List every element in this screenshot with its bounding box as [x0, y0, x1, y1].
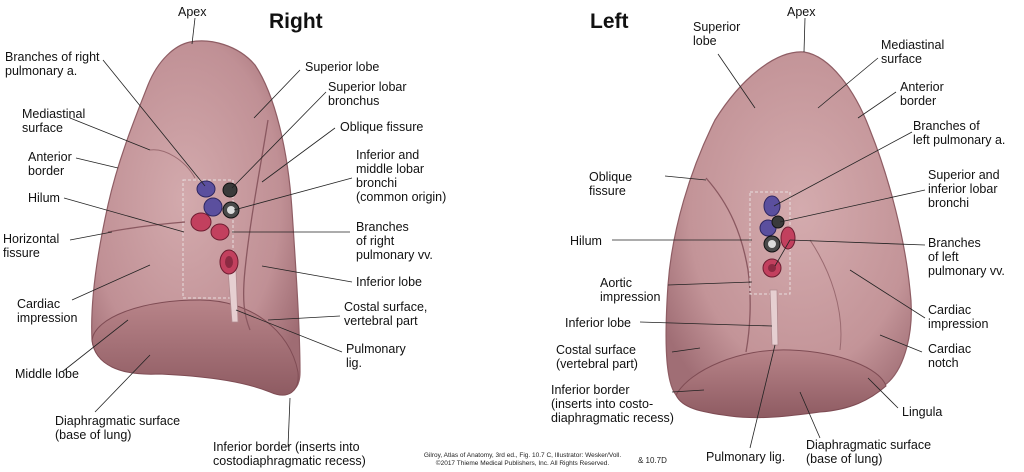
- right-cardiac-impression-label: Cardiac impression: [17, 297, 78, 325]
- left-cardiac-impression-label: Cardiac impression: [928, 303, 989, 331]
- right-vein-2: [210, 223, 230, 241]
- right-artery-2: [203, 197, 223, 217]
- left-cardiac-notch-label: Cardiac notch: [928, 342, 972, 370]
- right-diaphragmatic-surface: [91, 299, 299, 396]
- right-branches-pulmonary-a-label: Branches of right pulmonary a.: [5, 50, 100, 78]
- right-oblique-fissure-label: Oblique fissure: [340, 120, 424, 134]
- left-pulmonary-lig-label: Pulmonary lig.: [706, 450, 786, 464]
- left-costal-surface-label: Costal surface (vertebral part): [556, 343, 638, 371]
- left-vein-1: [780, 226, 796, 250]
- right-hilum-box: [182, 179, 234, 299]
- left-apex-label: Apex: [787, 5, 816, 19]
- left-anterior-border-label: Anterior border: [900, 80, 944, 108]
- right-oblique-fissure: [243, 119, 269, 331]
- right-heading: Right: [269, 10, 323, 33]
- right-inferior-lobe-label: Inferior lobe: [356, 275, 423, 289]
- right-apex-label: Apex: [178, 5, 207, 19]
- left-superior-lobe-label: Superior lobe: [693, 20, 741, 48]
- right-inferior-middle-bronchi-label: Inferior and middle lobar bronchi (commo…: [356, 148, 447, 204]
- left-inferior-border-label: Inferior border (inserts into costo- dia…: [551, 383, 674, 425]
- right-artery-1: [196, 180, 216, 198]
- right-pulmonary-lig-label: Pulmonary lig.: [346, 342, 406, 370]
- left-branches-pulmonary-a-label: Branches of left pulmonary a.: [913, 119, 1006, 147]
- right-leader-lines: [61, 17, 353, 448]
- right-superior-lobar-bronchus-label: Superior lobar bronchus: [328, 80, 407, 108]
- figure-reference: & 10.7D: [638, 456, 667, 465]
- right-middle-lobe-label: Middle lobe: [15, 367, 79, 381]
- left-oblique-fissure-label: Oblique fissure: [589, 170, 633, 198]
- right-superior-lobe-label: Superior lobe: [305, 60, 380, 74]
- right-lung: [91, 40, 301, 396]
- left-leader-lines: [612, 17, 926, 449]
- left-pulmonary-ligament: [769, 289, 779, 346]
- left-oblique-fissure: [705, 177, 751, 353]
- right-costal-surface-label: Costal surface, vertebral part: [344, 300, 428, 328]
- left-branches-pulmonary-vv-label: Branches of left pulmonary vv.: [928, 236, 1005, 278]
- left-diaphragmatic-surface: [675, 349, 887, 419]
- left-heading: Left: [590, 10, 629, 33]
- left-inferior-lobe-label: Inferior lobe: [565, 316, 632, 330]
- left-aortic-impression-label: Aortic impression: [600, 276, 661, 304]
- right-branches-pulmonary-vv-label: Branches of right pulmonary vv.: [356, 220, 433, 262]
- right-mediastinal-surface-label: Mediastinal surface: [22, 107, 86, 135]
- copyright-credit: Gilroy, Atlas of Anatomy, 3rd ed., Fig. …: [423, 452, 622, 467]
- left-artery-1: [763, 195, 781, 217]
- left-cardiac-notch-edge: [809, 239, 842, 351]
- right-horizontal-fissure-label: Horizontal fissure: [3, 232, 60, 260]
- left-hilum-label: Hilum: [570, 234, 602, 248]
- left-superior-inferior-bronchi-label: Superior and inferior lobar bronchi: [928, 168, 1000, 210]
- left-diaphragmatic-surface-label: Diaphragmatic surface (base of lung): [806, 438, 932, 466]
- left-mediastinal-surface-label: Mediastinal surface: [881, 38, 945, 66]
- right-vein-1: [190, 212, 212, 232]
- right-horizontal-fissure: [107, 221, 186, 233]
- right-hilum-label: Hilum: [28, 191, 60, 205]
- right-mediastinal-ridge: [149, 149, 196, 179]
- right-diaphragmatic-surface-label: Diaphragmatic surface (base of lung): [55, 414, 181, 442]
- left-lingula-label: Lingula: [902, 405, 943, 419]
- right-anterior-border-label: Anterior border: [28, 150, 72, 178]
- left-bronchus-1: [771, 215, 785, 229]
- right-inferior-border-label: Inferior border (inserts into costodiaph…: [213, 440, 366, 468]
